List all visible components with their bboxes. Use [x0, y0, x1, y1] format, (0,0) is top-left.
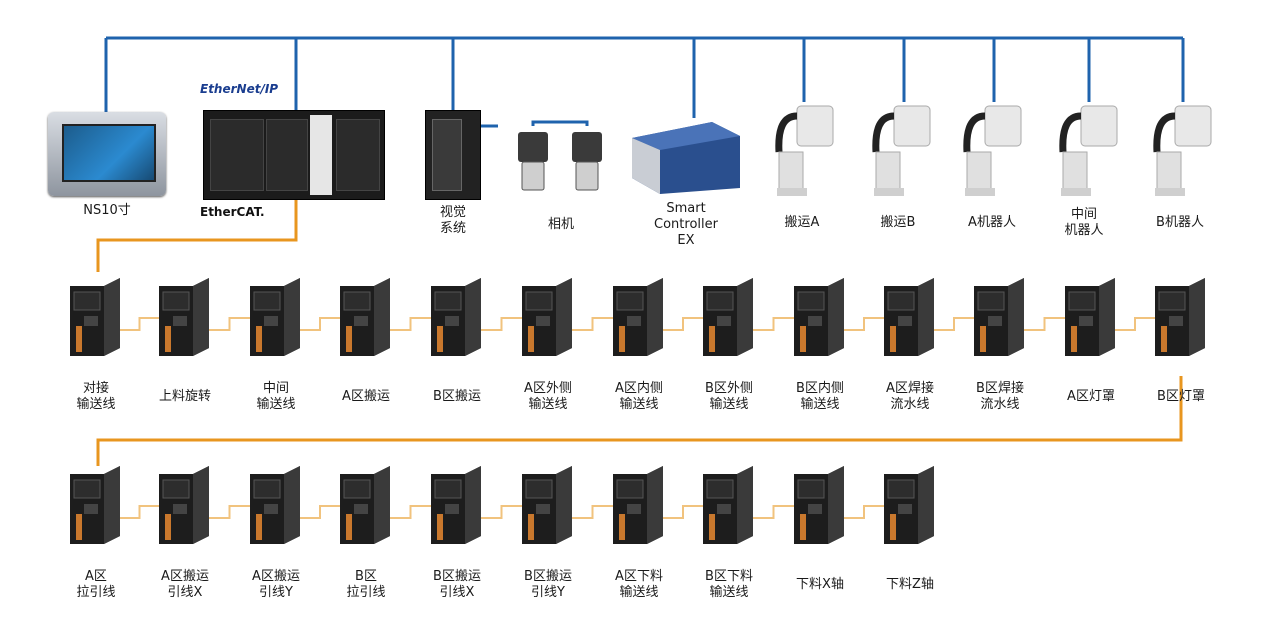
plc-controller-icon	[203, 110, 385, 200]
servo-drive-icon	[522, 278, 572, 356]
servo-drive-icon	[884, 466, 934, 544]
servo-drive-icon	[1155, 278, 1205, 356]
servo-drive-icon	[250, 466, 300, 544]
vision-label: 视觉 系统	[439, 205, 467, 236]
robot-label: 搬运A	[784, 215, 820, 230]
scara-robot-icon	[1153, 105, 1212, 196]
axis-label: 下料Z轴	[886, 577, 934, 592]
robot-label: 搬运B	[880, 215, 916, 230]
scara-robot-icon	[775, 105, 834, 196]
controller-label: Smart Controller EX	[654, 201, 718, 248]
scara-robot-icon	[872, 105, 931, 196]
scara-robot-icon	[963, 105, 1022, 196]
robot-label: B机器人	[1156, 215, 1204, 230]
axis-label: B区下料 输送线	[705, 569, 753, 600]
servo-drive-icon	[340, 466, 390, 544]
axis-label: A区灯罩	[1067, 389, 1115, 404]
servo-drive-icon	[703, 278, 753, 356]
scara-robot-icon	[1059, 105, 1118, 196]
servo-drive-icon	[159, 278, 209, 356]
hmi-panel-icon	[48, 112, 166, 196]
servo-drive-icon	[70, 466, 120, 544]
servo-drive-icon	[250, 278, 300, 356]
axis-label: B区灯罩	[1157, 389, 1205, 404]
axis-label: B区 拉引线	[346, 569, 386, 600]
ethercat-logo: EtherCAT.	[200, 205, 265, 219]
camera-icon	[572, 132, 602, 191]
servo-drive-icon	[613, 466, 663, 544]
axis-label: 下料X轴	[796, 577, 844, 592]
axis-label: 上料旋转	[158, 389, 212, 404]
axis-label: A区外侧 输送线	[524, 381, 572, 412]
ethernet-ip-logo: EtherNet/IP	[200, 82, 279, 96]
servo-drive-icon	[794, 278, 844, 356]
servo-drive-icon	[613, 278, 663, 356]
axis-label: A区 拉引线	[76, 569, 116, 600]
servo-drive-icon	[522, 466, 572, 544]
hmi-label: NS10寸	[83, 203, 131, 218]
robot-label: 中间 机器人	[1064, 207, 1104, 238]
robot-label: A机器人	[968, 215, 1016, 230]
vision-system-icon	[425, 110, 481, 200]
axis-label: A区焊接 流水线	[886, 381, 934, 412]
servo-drive-icon	[974, 278, 1024, 356]
axis-label: A区内侧 输送线	[615, 381, 663, 412]
servo-drive-icon	[340, 278, 390, 356]
smart-controller-icon	[632, 122, 740, 194]
axis-label: 对接 输送线	[76, 381, 116, 412]
axis-label: A区下料 输送线	[615, 569, 663, 600]
servo-drive-icon	[159, 466, 209, 544]
servo-drive-icon	[703, 466, 753, 544]
axis-label: B区搬运 引线Y	[524, 569, 572, 600]
servo-drive-icon	[794, 466, 844, 544]
axis-label: A区搬运	[342, 389, 390, 404]
camera-label: 相机	[547, 217, 575, 232]
axis-label: 中间 输送线	[256, 381, 296, 412]
servo-drive-icon	[884, 278, 934, 356]
camera-icon	[518, 132, 548, 191]
axis-label: A区搬运 引线Y	[252, 569, 300, 600]
servo-drive-icon	[431, 466, 481, 544]
servo-drive-icon	[1065, 278, 1115, 356]
axis-label: B区焊接 流水线	[976, 381, 1024, 412]
axis-label: B区内侧 输送线	[796, 381, 844, 412]
axis-label: B区外侧 输送线	[705, 381, 753, 412]
axis-label: B区搬运	[433, 389, 481, 404]
servo-drive-icon	[431, 278, 481, 356]
servo-drive-icon	[70, 278, 120, 356]
axis-label: B区搬运 引线X	[433, 569, 481, 600]
axis-label: A区搬运 引线X	[161, 569, 209, 600]
